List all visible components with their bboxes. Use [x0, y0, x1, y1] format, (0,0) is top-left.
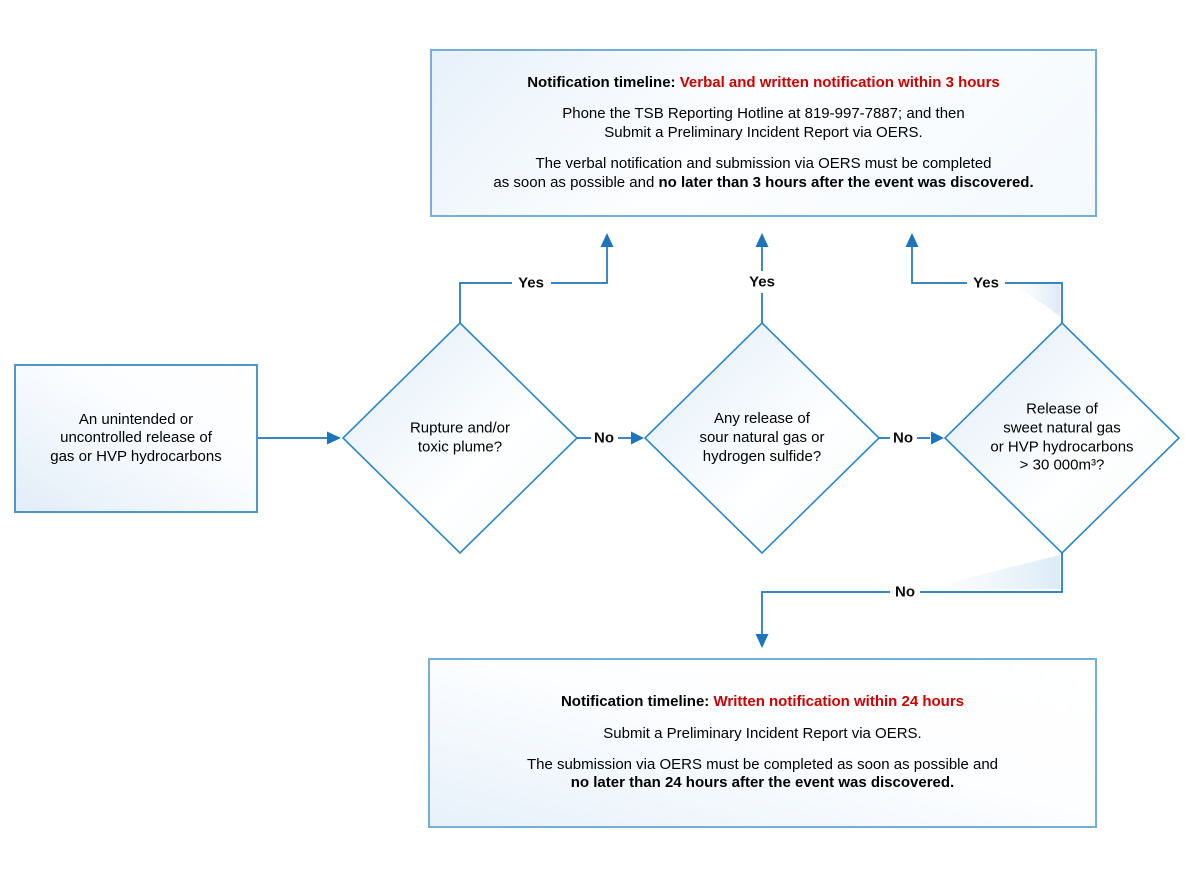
decision-label-sour-gas: Any release of sour natural gas or hydro…: [699, 409, 825, 465]
outcome-24h-heading-highlight: Written notification within 24 hours: [713, 693, 965, 711]
arrow-yes-rupture: [459, 247, 608, 323]
gradient-wedge-top: [1014, 284, 1060, 316]
outcome-3h-heading: Notification timeline: Verbal and writte…: [527, 74, 1000, 92]
arrowhead-no1: [631, 431, 644, 445]
arrowhead-yes1: [600, 233, 614, 247]
outcome-24h-deadline-line1: The submission via OERS must be complete…: [526, 756, 999, 773]
outcome-3h-deadline-bold: no later than 3 hours after the event wa…: [658, 173, 1034, 191]
decision-diamond-rupture: [341, 321, 579, 555]
arrowhead-no2: [931, 431, 944, 445]
outcome-3h-deadline: The verbal notification and submission v…: [493, 155, 1033, 192]
decision-label-rupture: Rupture and/or toxic plume?: [409, 419, 511, 455]
arrowhead-yes3: [905, 233, 919, 247]
branch-label-no-sweet: No: [895, 583, 915, 601]
outcome-24h-heading: Notification timeline: Written notificat…: [561, 693, 964, 711]
branch-label-yes-sour: Yes: [749, 273, 775, 291]
arrow-yes-sweet: [911, 247, 1063, 323]
arrowhead-start: [327, 431, 341, 445]
arrowhead-no3: [755, 634, 769, 648]
branch-label-yes-sweet: Yes: [973, 274, 999, 292]
start-box: An unintended or uncontrolled release of…: [14, 364, 258, 513]
outcome-24h-heading-prefix: Notification timeline:: [560, 693, 714, 711]
decision-label-sweet-gas: Release of sweet natural gas or HVP hydr…: [990, 400, 1134, 474]
outcome-3h-instruction-line2: Submit a Preliminary Incident Report via…: [604, 123, 923, 141]
branch-label-no-rupture: No: [594, 429, 614, 447]
branch-label-no-sour: No: [893, 429, 913, 447]
arrowhead-yes2: [755, 233, 769, 247]
outcome-3h-heading-prefix: Notification timeline:: [527, 73, 680, 91]
outcome-box-24-hours: Notification timeline: Written notificat…: [428, 658, 1097, 828]
outcome-3h-instruction-line1: Phone the TSB Reporting Hotline at 819-9…: [562, 105, 965, 123]
outcome-3h-heading-highlight: Verbal and written notification within 3…: [679, 73, 1000, 91]
branch-label-yes-rupture: Yes: [518, 274, 544, 292]
outcome-3h-deadline-normal: as soon as possible and: [493, 173, 659, 191]
outcome-3h-deadline-line1: The verbal notification and submission v…: [535, 155, 992, 173]
arrow-no-sweet-down: [761, 553, 1063, 634]
outcome-24h-deadline: The submission via OERS must be complete…: [527, 756, 998, 793]
outcome-3h-instructions: Phone the TSB Reporting Hotline at 819-9…: [562, 105, 965, 142]
outcome-24h-instruction: Submit a Preliminary Incident Report via…: [603, 724, 922, 742]
outcome-24h-deadline-line2-bold: no later than 24 hours after the event w…: [570, 774, 955, 792]
decision-diamond-sour-gas: [643, 321, 881, 555]
gradient-wedge-bottom: [922, 555, 1060, 589]
outcome-3h-deadline-line2: as soon as possible and no later than 3 …: [493, 174, 1033, 192]
outcome-box-3-hours: Notification timeline: Verbal and writte…: [430, 49, 1097, 217]
